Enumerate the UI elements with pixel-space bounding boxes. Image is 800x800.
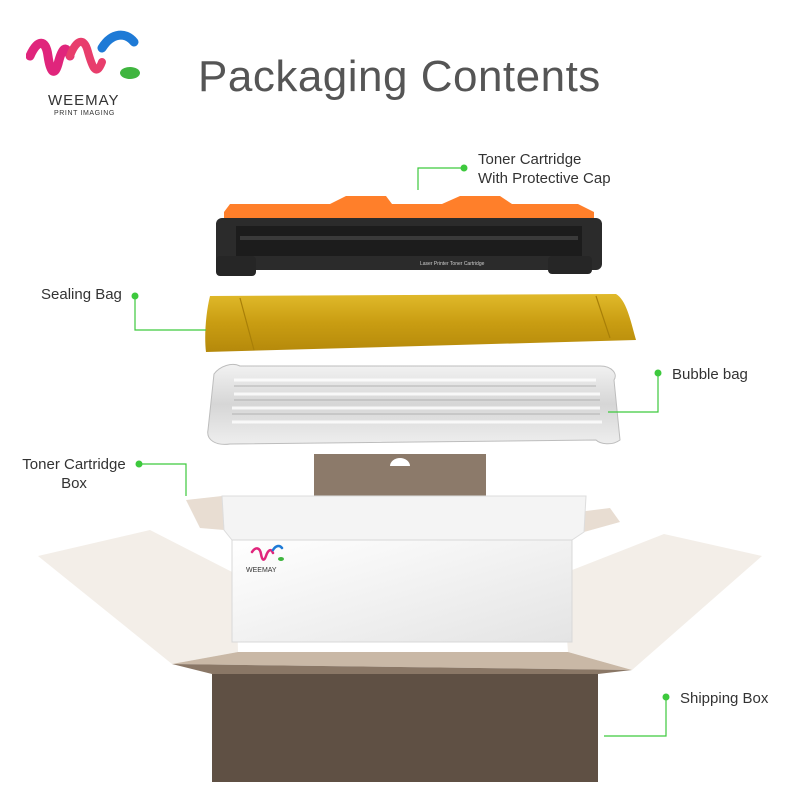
cartridge-print-text: Laser Printer Toner Cartridge	[420, 261, 485, 267]
box-brand-text: WEEMAY	[246, 567, 277, 574]
bubble-bag	[207, 363, 621, 445]
label-toner-box-line1: Toner Cartridge	[22, 456, 126, 473]
shipping-box	[38, 530, 762, 782]
toner-cartridge-box: WEEMAY	[186, 454, 620, 643]
protective-cap	[224, 196, 594, 222]
label-sealing-bag: Sealing Bag	[41, 286, 122, 303]
page-title: Packaging Contents	[198, 52, 601, 101]
label-shipping-box: Shipping Box	[680, 690, 769, 707]
label-toner-cartridge: Toner Cartridge With Protective Cap	[478, 150, 611, 188]
label-bubble-bag: Bubble bag	[672, 366, 748, 383]
callout-lines	[134, 167, 667, 737]
weemay-logo-icon	[26, 30, 140, 79]
brand-tagline: PRINT IMAGING	[54, 110, 115, 117]
toner-cartridge: Laser Printer Toner Cartridge	[216, 196, 602, 276]
label-toner-cartridge-line1: Toner Cartridge	[478, 151, 582, 168]
label-toner-box-line2: Box	[61, 475, 87, 492]
label-toner-cartridge-line2: With Protective Cap	[478, 170, 611, 187]
brand-name: WEEMAY	[48, 92, 120, 109]
label-toner-cartridge-box: Toner Cartridge Box	[18, 455, 130, 493]
callout-dots	[131, 164, 670, 701]
sealing-bag	[205, 294, 636, 352]
